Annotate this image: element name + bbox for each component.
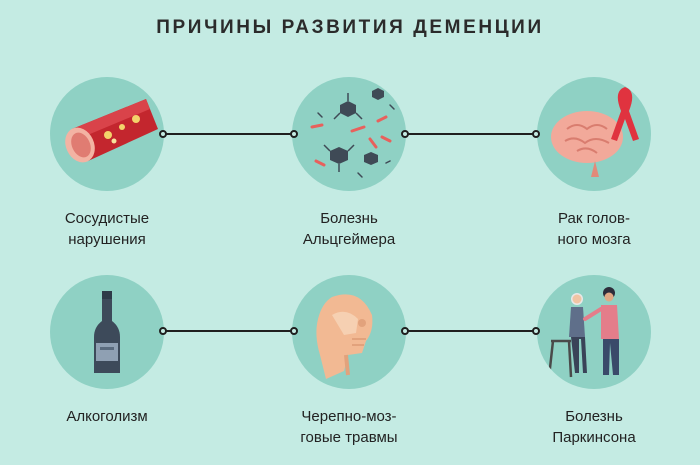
elderly-walker-icon [537,275,651,389]
cause-label-line: Черепно-моз- [301,408,397,425]
cause-label-parkinson: Болезнь Паркинсона [504,406,684,448]
cause-label-line: ного мозга [557,231,631,248]
cause-label-line: Болезнь [565,408,623,425]
connector-line [405,133,536,135]
cause-label-brain-cancer: Рак голов- ного мозга [504,208,684,250]
connector-node [159,327,167,335]
page-title: ПРИЧИНЫ РАЗВИТИЯ ДЕМЕНЦИИ [156,17,544,38]
skull-head-icon [292,275,406,389]
cause-label-line: Алкоголизм [66,408,148,425]
cause-label-line: Рак голов- [558,210,630,227]
cause-label-line: Болезнь [320,210,378,227]
cause-label-line: говые травмы [300,429,398,446]
connector-node [159,130,167,138]
connector-node [290,130,298,138]
connector-line [163,330,294,332]
connector-line [163,133,294,135]
cause-label-vascular: Сосудистые нарушения [17,208,197,250]
connector-node [401,130,409,138]
cause-label-line: нарушения [68,231,146,248]
connector-node [532,327,540,335]
cause-label-line: Паркинсона [552,429,636,446]
cause-label-line: Альцгеймера [302,231,396,248]
bottle-icon [50,275,164,389]
virus-particles-icon [292,77,406,191]
blood-vessel-icon [50,77,164,191]
cause-label-alcoholism: Алкоголизм [17,406,197,427]
connector-node [532,130,540,138]
connector-node [401,327,409,335]
cause-label-head-trauma: Черепно-моз- говые травмы [259,406,439,448]
cause-label-alzheimer: Болезнь Альцгеймера [259,208,439,250]
brain-ribbon-icon [537,77,651,191]
cause-label-line: Сосудистые [64,210,150,227]
connector-line [405,330,536,332]
connector-node [290,327,298,335]
